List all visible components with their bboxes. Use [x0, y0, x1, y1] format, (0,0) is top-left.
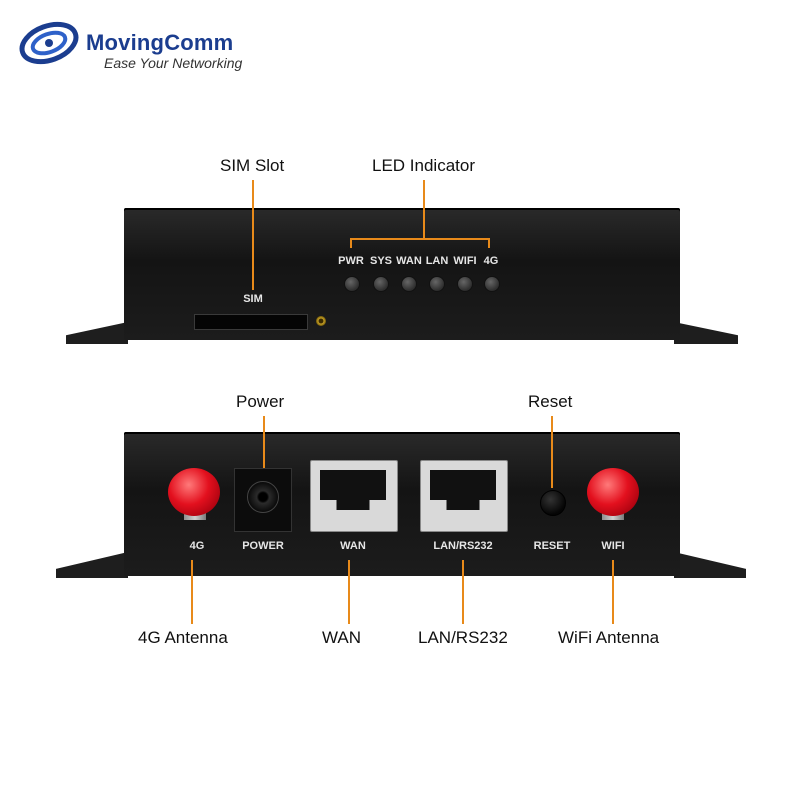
callout-4g-antenna: 4G Antenna: [138, 628, 228, 647]
led-label-pwr: PWR: [338, 255, 364, 267]
port-label-4g: 4G: [189, 540, 205, 552]
led-bracket: [350, 238, 490, 240]
led-label-wifi: WIFI: [453, 255, 477, 267]
rear-mount-flange-right: [674, 552, 746, 578]
reset-button[interactable]: [540, 490, 566, 516]
led-lan: [429, 276, 445, 292]
port-label-power: POWER: [242, 540, 284, 552]
port-label-reset: RESET: [533, 540, 571, 552]
port-label-wifi: WIFI: [601, 540, 625, 552]
port-label-wan: WAN: [340, 540, 366, 552]
led-label-wan: WAN: [396, 255, 422, 267]
led-label-sys: SYS: [369, 255, 392, 267]
antenna-4g-connector[interactable]: [168, 468, 220, 516]
port-label-lan-rs232: LAN/RS232: [433, 540, 493, 552]
led-label-4g: 4G: [483, 255, 499, 267]
led-4g: [484, 276, 500, 292]
led-wifi: [457, 276, 473, 292]
callout-line-4g-antenna: [191, 560, 193, 624]
callout-wan: WAN: [322, 628, 362, 647]
callout-power: Power: [236, 392, 285, 411]
callout-line-power: [263, 416, 265, 476]
callout-reset: Reset: [528, 392, 573, 411]
led-pwr: [344, 276, 360, 292]
callout-line-lan-rs232: [462, 560, 464, 624]
brand-name: MovingComm: [86, 30, 234, 55]
sim-slot[interactable]: [194, 314, 308, 330]
callout-led-indicator: LED Indicator: [372, 156, 475, 175]
sim-label: SIM: [243, 293, 263, 305]
led-sys: [373, 276, 389, 292]
sim-eject-hole[interactable]: [316, 316, 326, 326]
led-bracket-left: [350, 238, 352, 248]
callout-line-wifi-antenna: [612, 560, 614, 624]
rear-mount-flange-left: [56, 552, 128, 578]
led-wan: [401, 276, 417, 292]
power-jack-socket: [247, 481, 279, 513]
led-label-lan: LAN: [425, 255, 449, 267]
callout-line-wan: [348, 560, 350, 624]
callout-wifi-antenna: WiFi Antenna: [558, 628, 660, 647]
callout-line-sim: [252, 180, 254, 290]
brand-tagline: Ease Your Networking: [104, 55, 243, 71]
rear-panel: [124, 432, 680, 576]
movingcomm-logo-icon: [19, 21, 79, 65]
front-mount-flange-right: [674, 322, 738, 344]
callout-sim-slot: SIM Slot: [220, 156, 285, 175]
antenna-wifi-connector[interactable]: [587, 468, 639, 516]
callout-line-led: [423, 180, 425, 238]
front-mount-flange-left: [66, 322, 128, 344]
callout-line-reset: [551, 416, 553, 488]
led-bracket-right: [488, 238, 490, 248]
callout-lan-rs232: LAN/RS232: [418, 628, 508, 647]
